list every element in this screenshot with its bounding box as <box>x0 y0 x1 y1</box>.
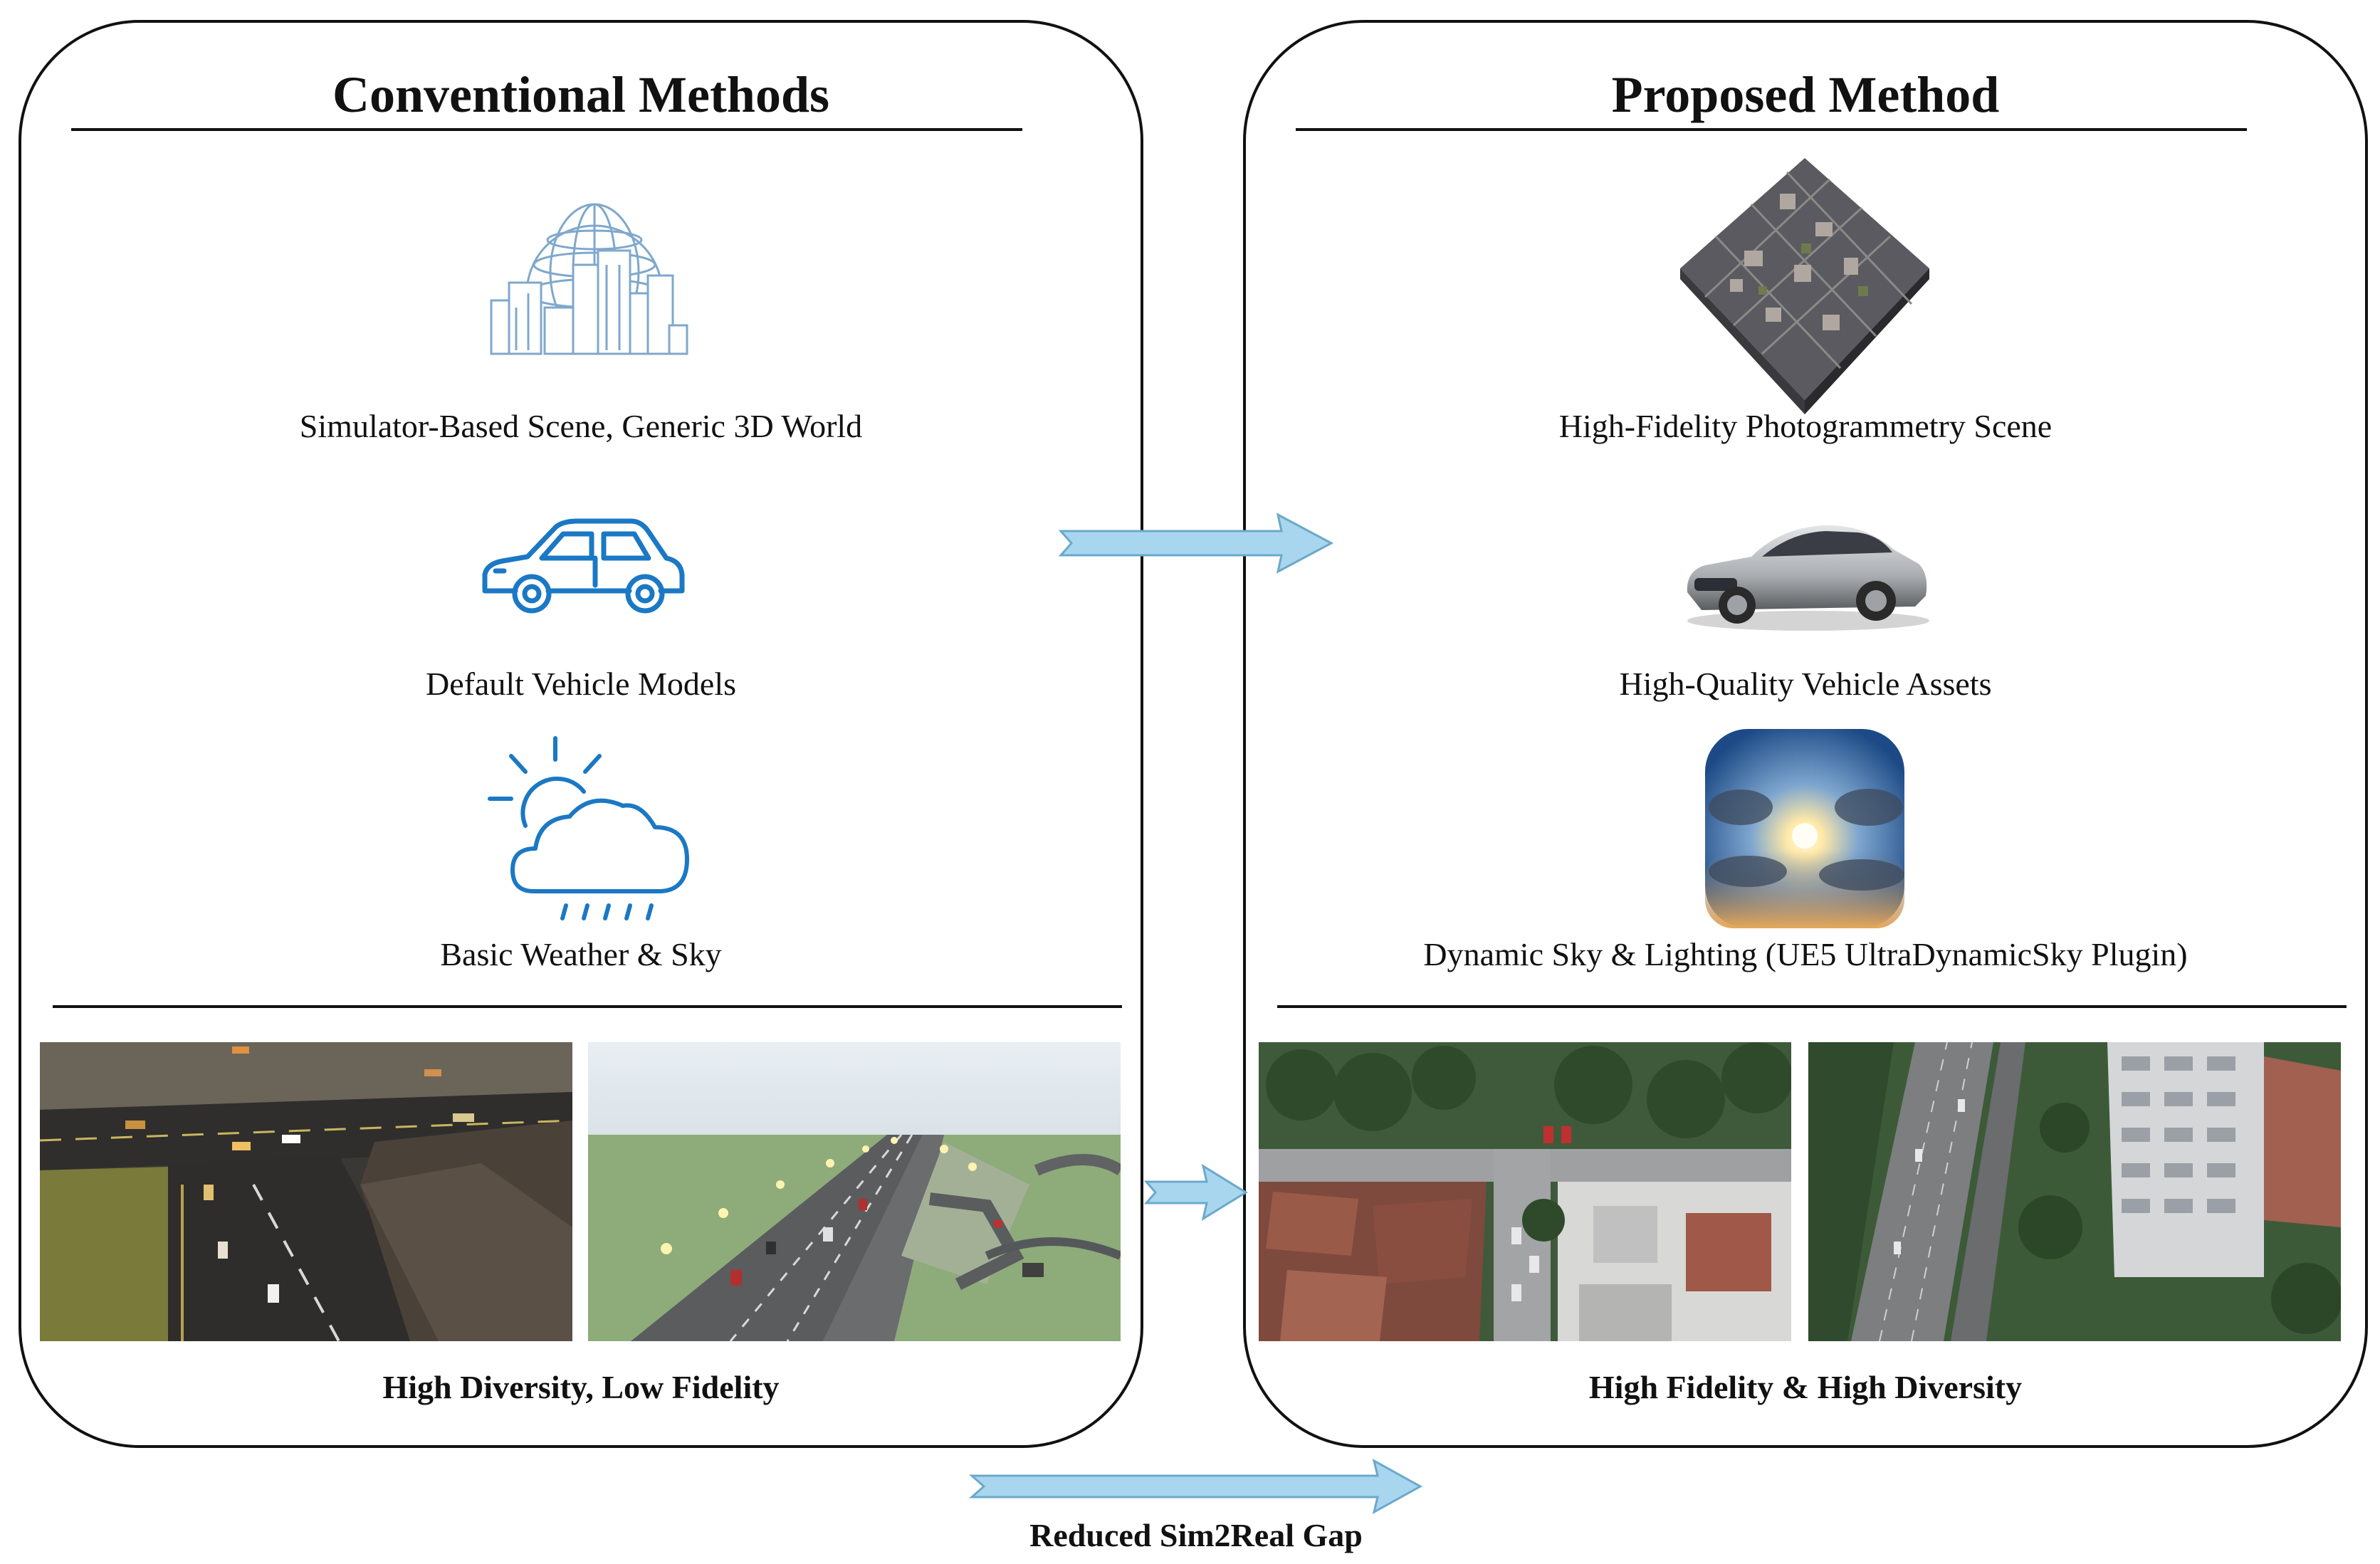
left-image-divider <box>53 1005 1122 1008</box>
simulator-highway-image <box>588 1042 1121 1341</box>
middle-transition-arrow-icon <box>1143 1160 1249 1228</box>
right-panel-title: Proposed Method <box>1611 66 2000 123</box>
photogrammetry-city-image <box>1673 144 1936 418</box>
weather-icon <box>484 735 698 930</box>
left-item-label-1: Simulator-Based Scene, Generic 3D World <box>299 408 863 444</box>
simulator-intersection-image <box>40 1042 572 1341</box>
right-title-divider <box>1296 128 2247 131</box>
top-transition-arrow-icon <box>1057 511 1335 579</box>
right-image-divider <box>1277 1005 2347 1008</box>
left-title-divider <box>71 128 1022 131</box>
right-caption: High Fidelity & High Diversity <box>1588 1369 2023 1405</box>
car-outline-icon <box>474 514 688 631</box>
left-item-label-3: Basic Weather & Sky <box>440 936 722 972</box>
aerial-neighborhood-image <box>1259 1042 1791 1341</box>
globe-city-icon <box>477 187 691 361</box>
proposed-method-panel: Proposed Method <box>1243 20 2368 1448</box>
aerial-highway-image <box>1808 1042 2341 1341</box>
sedan-photo-image <box>1673 507 1936 639</box>
right-item-label-2: High-Quality Vehicle Assets <box>1619 666 1992 702</box>
bottom-transition-arrow-icon <box>968 1458 1424 1518</box>
right-item-label-1: High-Fidelity Photogrammetry Scene <box>1558 408 2053 444</box>
conventional-methods-panel: Conventional Methods <box>19 20 1143 1448</box>
bottom-caption: Reduced Sim2Real Gap <box>1029 1517 1363 1553</box>
right-item-label-3: Dynamic Sky & Lighting (UE5 UltraDynamic… <box>1423 936 2188 972</box>
sky-sunburst-image <box>1705 729 1904 932</box>
left-item-label-2: Default Vehicle Models <box>425 666 737 702</box>
left-panel-title: Conventional Methods <box>332 66 830 123</box>
left-caption: High Diversity, Low Fidelity <box>382 1369 780 1405</box>
